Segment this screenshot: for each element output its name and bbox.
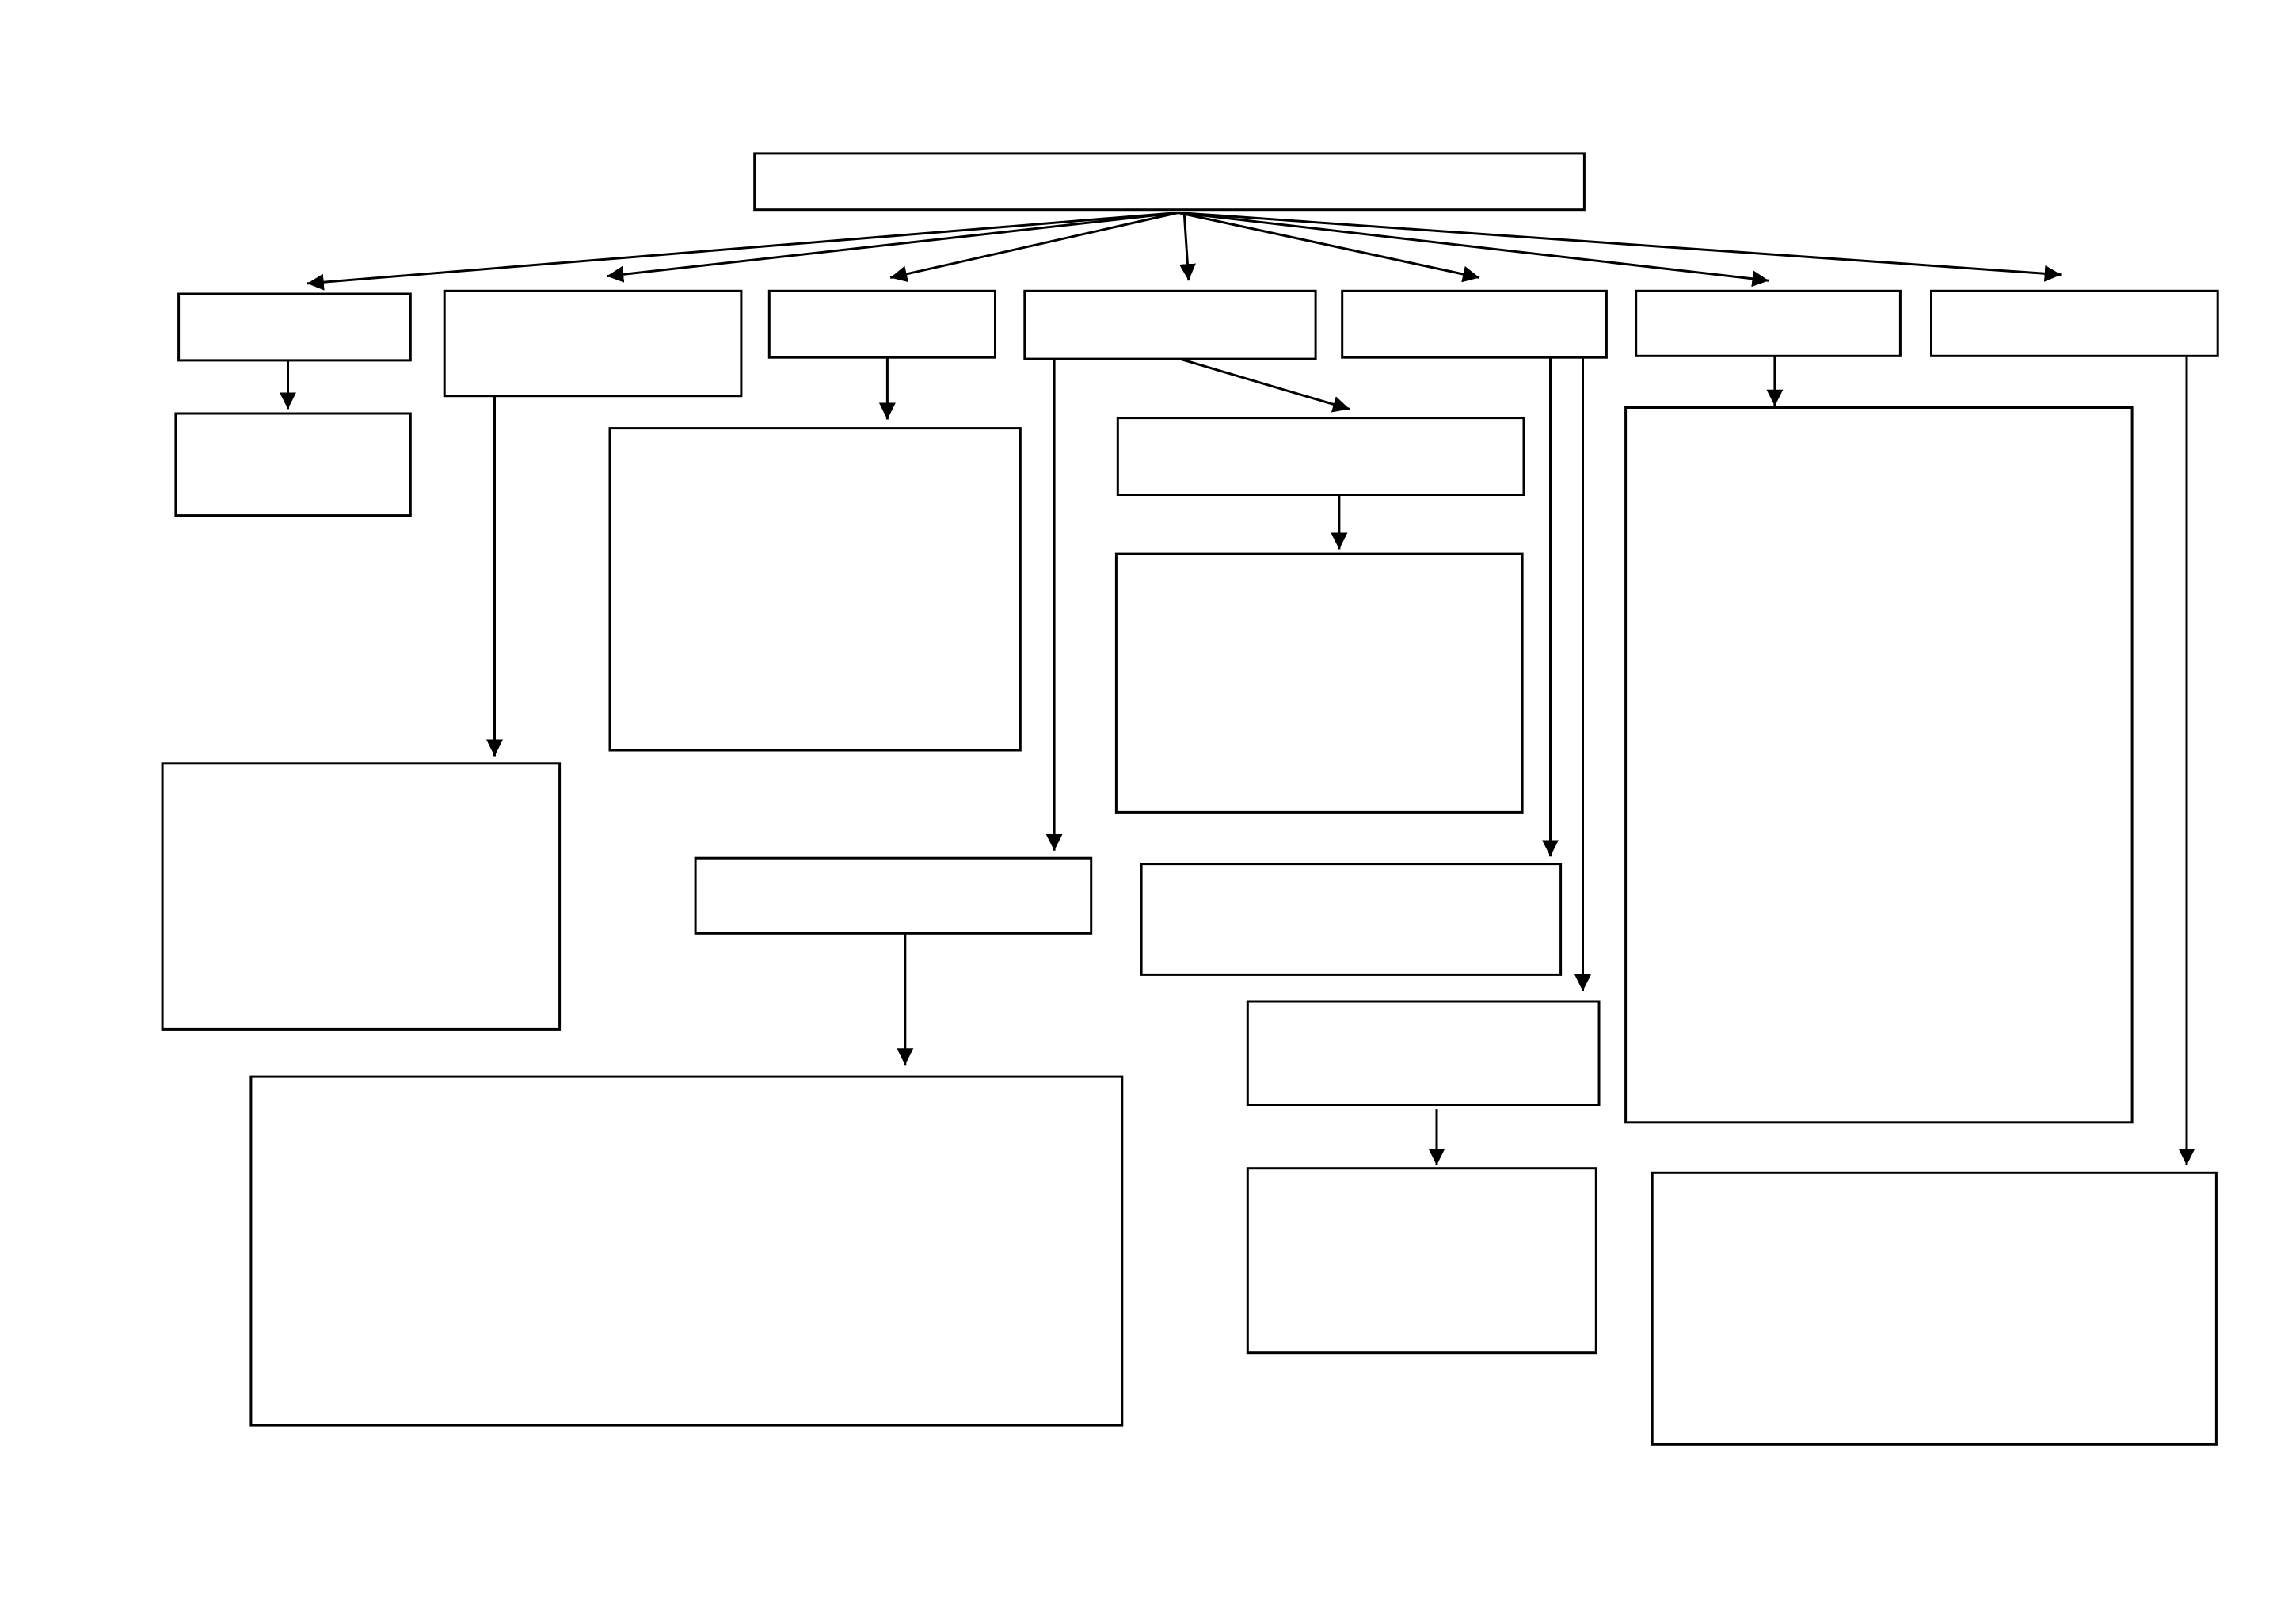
node-box-child-7 bbox=[1930, 289, 2219, 357]
node-child-6-detail bbox=[1624, 406, 2134, 1124]
arrow-root-to-child-1 bbox=[307, 212, 1178, 291]
node-child-7-detail bbox=[1651, 1171, 2218, 1446]
node-child-4 bbox=[1023, 289, 1317, 360]
node-child-4-sub bbox=[1116, 417, 1525, 496]
node-box-child-2 bbox=[443, 289, 743, 398]
node-child-5-sub-b-detail bbox=[1246, 1167, 1597, 1355]
node-child-4-branch bbox=[694, 856, 1093, 935]
node-box-child-7-detail bbox=[1651, 1171, 2218, 1446]
boxes-layer bbox=[161, 152, 2219, 1446]
node-box-child-4-branch bbox=[694, 856, 1093, 935]
node-child-7 bbox=[1930, 289, 2219, 357]
node-box-child-1 bbox=[177, 292, 412, 362]
node-box-child-1-detail bbox=[174, 412, 412, 517]
arrow-child-4-to-child-4-sub bbox=[1179, 357, 1350, 413]
node-child-4-branch-detail bbox=[249, 1075, 1124, 1427]
arrow-root-to-child-5 bbox=[1178, 212, 1480, 283]
node-child-2 bbox=[443, 289, 743, 398]
node-child-3 bbox=[767, 289, 996, 359]
node-child-3-detail bbox=[608, 427, 1022, 752]
node-box-root bbox=[753, 152, 1586, 212]
arrow-root-to-child-6 bbox=[1178, 212, 1769, 288]
arrow-root-to-child-7 bbox=[1178, 212, 2062, 282]
node-box-child-4-branch-detail bbox=[249, 1075, 1124, 1427]
node-box-child-5 bbox=[1341, 289, 1608, 359]
node-child-5 bbox=[1341, 289, 1608, 359]
node-child-4-sub-detail bbox=[1114, 552, 1524, 814]
node-box-child-5-sub-b-detail bbox=[1246, 1167, 1597, 1355]
connectors-layer bbox=[280, 212, 2195, 1165]
node-box-child-5-sub-b bbox=[1246, 1000, 1601, 1106]
node-box-child-4 bbox=[1023, 289, 1317, 360]
arrow-root-to-child-2 bbox=[607, 212, 1178, 283]
node-box-child-5-sub-a bbox=[1140, 863, 1563, 976]
node-box-child-6 bbox=[1635, 289, 1902, 357]
node-child-1 bbox=[177, 292, 412, 362]
node-child-2-detail bbox=[161, 762, 562, 1031]
node-child-1-detail bbox=[174, 412, 412, 517]
node-box-child-3 bbox=[767, 289, 996, 359]
node-child-5-sub-a bbox=[1140, 863, 1563, 976]
node-root bbox=[753, 152, 1586, 212]
node-box-child-2-detail bbox=[161, 762, 562, 1031]
node-box-child-3-detail bbox=[608, 427, 1022, 752]
node-box-child-6-detail bbox=[1624, 406, 2134, 1124]
node-box-child-4-sub bbox=[1116, 417, 1525, 496]
arrow-root-to-child-4 bbox=[1178, 212, 1196, 281]
node-child-6 bbox=[1635, 289, 1902, 357]
arrow-root-to-child-3 bbox=[889, 212, 1179, 283]
node-child-5-sub-b bbox=[1246, 1000, 1601, 1106]
node-box-child-4-sub-detail bbox=[1114, 552, 1524, 814]
